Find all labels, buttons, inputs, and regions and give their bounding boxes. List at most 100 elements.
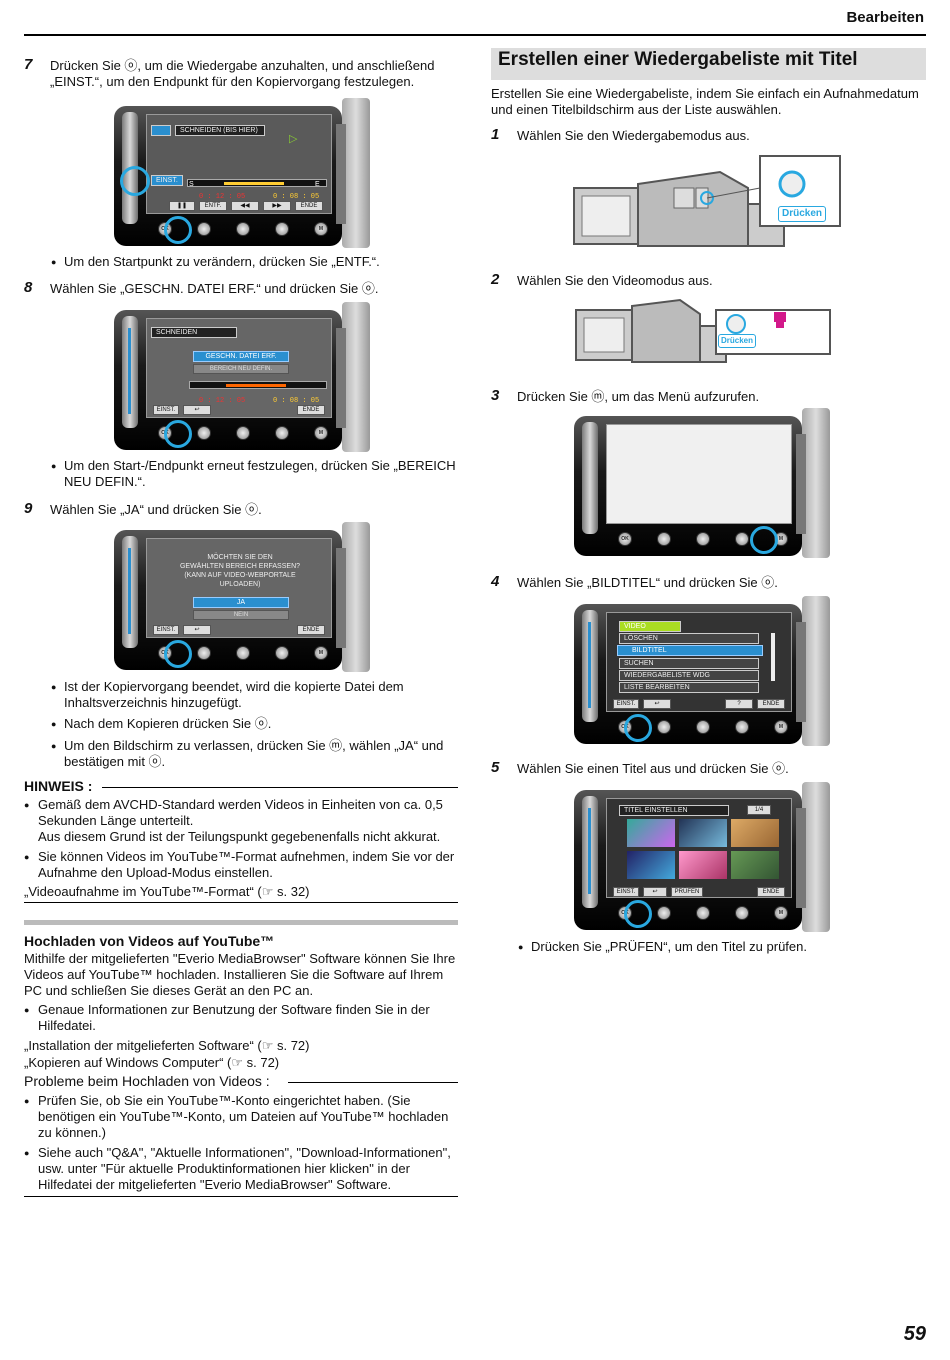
link-install-software[interactable]: „Installation der mitgelieferten Softwar…: [24, 1038, 458, 1054]
check-button[interactable]: PRÜFEN: [671, 887, 703, 897]
forward-button[interactable]: ▶▶: [263, 201, 291, 211]
option-save-cut-file[interactable]: GESCHN. DATEI ERF.: [193, 351, 289, 362]
end-time: 0 : 08 : 05: [273, 193, 320, 201]
button-3[interactable]: [696, 532, 710, 546]
camcorder-icon: [575, 298, 831, 363]
button-2[interactable]: [197, 646, 211, 660]
button-3[interactable]: [696, 906, 710, 920]
step-text: Drücken Sie ⓜ, um das Menü aufzurufen.: [517, 389, 760, 404]
button-4[interactable]: [275, 222, 289, 236]
set-button[interactable]: EINST.: [153, 625, 179, 635]
button-3[interactable]: [236, 646, 250, 660]
button-2[interactable]: [197, 222, 211, 236]
bullet-line: zu können.): [38, 1125, 106, 1140]
link-text[interactable]: „Kopieren auf Windows Computer“ (☞ s. 72…: [24, 1055, 280, 1070]
menu-button[interactable]: M: [774, 720, 788, 734]
set-button[interactable]: EINST.: [613, 887, 639, 897]
link-copy-windows[interactable]: „Kopieren auf Windows Computer“ (☞ s. 72…: [24, 1055, 458, 1071]
para-line: Erstellen Sie eine Wiedergabeliste, inde…: [491, 86, 919, 101]
delete-button[interactable]: ENTF.: [199, 201, 227, 211]
link-text[interactable]: „Installation der mitgelieferten Softwar…: [24, 1038, 310, 1053]
button-2[interactable]: [197, 426, 211, 440]
problem-bullet-1: Prüfen Sie, ob Sie ein YouTube™-Konto ei…: [24, 1093, 458, 1141]
bullet-line: Hilfedatei.: [38, 1018, 96, 1033]
link-text[interactable]: „Videoaufnahme im YouTube™-Format“ (☞ s.…: [24, 884, 310, 899]
set-button[interactable]: EINST.: [153, 405, 179, 415]
page-header: Bearbeiten: [24, 6, 926, 36]
step-8: 8 Wählen Sie „GESCHN. DATEI ERF.“ und dr…: [24, 279, 464, 299]
bullet-line: Hilfedatei der mitgelieferten "Everio Me…: [38, 1177, 392, 1192]
link-youtube-format[interactable]: „Videoaufnahme im YouTube™-Format“ (☞ s.…: [24, 884, 458, 903]
title-thumbnail[interactable]: [627, 851, 675, 879]
set-button[interactable]: EINST.: [613, 699, 639, 709]
title-thumbnail[interactable]: [731, 819, 779, 847]
problems-divider: [288, 1082, 458, 1083]
title-thumbnail[interactable]: [731, 851, 779, 879]
menu-button[interactable]: M: [314, 222, 328, 236]
ok-button[interactable]: OK: [618, 532, 632, 546]
note-bullet-2: Sie können Videos im YouTube™-Format auf…: [24, 849, 458, 881]
back-button[interactable]: ↩: [183, 405, 211, 415]
end-button[interactable]: ENDE: [297, 625, 325, 635]
menu-item-playlist-play[interactable]: WIEDERGABELISTE WDG: [619, 670, 759, 681]
bullet-line: Siehe auch "Q&A", "Aktuelle Informatione…: [38, 1145, 451, 1160]
end-button[interactable]: ENDE: [295, 201, 323, 211]
menu-item-delete[interactable]: LÖSCHEN: [619, 633, 759, 644]
menu-item-search[interactable]: SUCHEN: [619, 658, 759, 669]
help-button[interactable]: ?: [725, 699, 753, 709]
button-4[interactable]: [275, 646, 289, 660]
title-thumbnail[interactable]: [627, 819, 675, 847]
lcd-screen: MÖCHTEN SIE DEN GEWÄHLTEN BEREICH ERFASS…: [146, 538, 332, 638]
step-number: 3: [491, 387, 500, 404]
button-3[interactable]: [236, 426, 250, 440]
button-2[interactable]: [657, 532, 671, 546]
end-marker: E: [315, 181, 320, 188]
timeline: [189, 381, 327, 389]
button-3[interactable]: [696, 720, 710, 734]
section-heading: Erstellen einer Wiedergabeliste mit Tite…: [498, 49, 858, 70]
button-2[interactable]: [657, 720, 671, 734]
end-time: 0 : 08 : 05: [273, 397, 320, 405]
button-3[interactable]: [236, 222, 250, 236]
back-button[interactable]: ↩: [643, 887, 667, 897]
menu-button[interactable]: M: [774, 906, 788, 920]
bullet-9-2: Nach dem Kopieren drücken Sie ⓞ.: [51, 716, 464, 732]
button-4[interactable]: [735, 906, 749, 920]
title-thumbnail[interactable]: [679, 819, 727, 847]
button-4[interactable]: [275, 426, 289, 440]
title-thumbnail[interactable]: [679, 851, 727, 879]
section-end-divider: [24, 1196, 458, 1197]
menu-item-title-image[interactable]: BILDTITEL: [617, 645, 763, 656]
menu-button[interactable]: M: [314, 646, 328, 660]
button-4[interactable]: [735, 720, 749, 734]
menu-item-edit-list[interactable]: LISTE BEARBEITEN: [619, 682, 759, 693]
highlight-ring: [164, 216, 192, 244]
step-text: Wählen Sie „BILDTITEL“ und drücken Sie ⓞ…: [517, 575, 778, 590]
note-bullet-1: Gemäß dem AVCHD-Standard werden Videos i…: [24, 797, 458, 845]
end-button[interactable]: ENDE: [757, 887, 785, 897]
back-button[interactable]: ↩: [643, 699, 671, 709]
menu-button[interactable]: M: [314, 426, 328, 440]
slider-rail: [582, 422, 598, 534]
step-r5: 5 Wählen Sie einen Titel aus und drücken…: [491, 760, 921, 779]
scrollbar[interactable]: [771, 633, 775, 681]
note-line: Aus diesem Grund ist der Teilungspunkt g…: [38, 829, 441, 844]
start-time: 0 : 12 : 05: [199, 397, 246, 405]
option-redefine-range[interactable]: BEREICH NEU DEFIN.: [193, 364, 289, 374]
option-yes[interactable]: JA: [193, 597, 289, 608]
back-button[interactable]: ↩: [183, 625, 211, 635]
button-4[interactable]: [735, 532, 749, 546]
camera-hinge: [796, 782, 830, 932]
rewind-button[interactable]: ◀◀: [231, 201, 259, 211]
option-no[interactable]: NEIN: [193, 610, 289, 620]
pause-button[interactable]: ❚❚: [169, 201, 195, 211]
section-heading-box: Erstellen einer Wiedergabeliste mit Tite…: [491, 48, 926, 80]
menu-item-video[interactable]: VIDEO: [619, 621, 681, 632]
button-2[interactable]: [657, 906, 671, 920]
step-r2: 2 Wählen Sie den Videomodus aus.: [491, 272, 921, 291]
youtube-section: Hochladen von Videos auf YouTube™: [24, 920, 458, 949]
step-number: 8: [24, 279, 33, 296]
end-button[interactable]: ENDE: [297, 405, 325, 415]
end-button[interactable]: ENDE: [757, 699, 785, 709]
